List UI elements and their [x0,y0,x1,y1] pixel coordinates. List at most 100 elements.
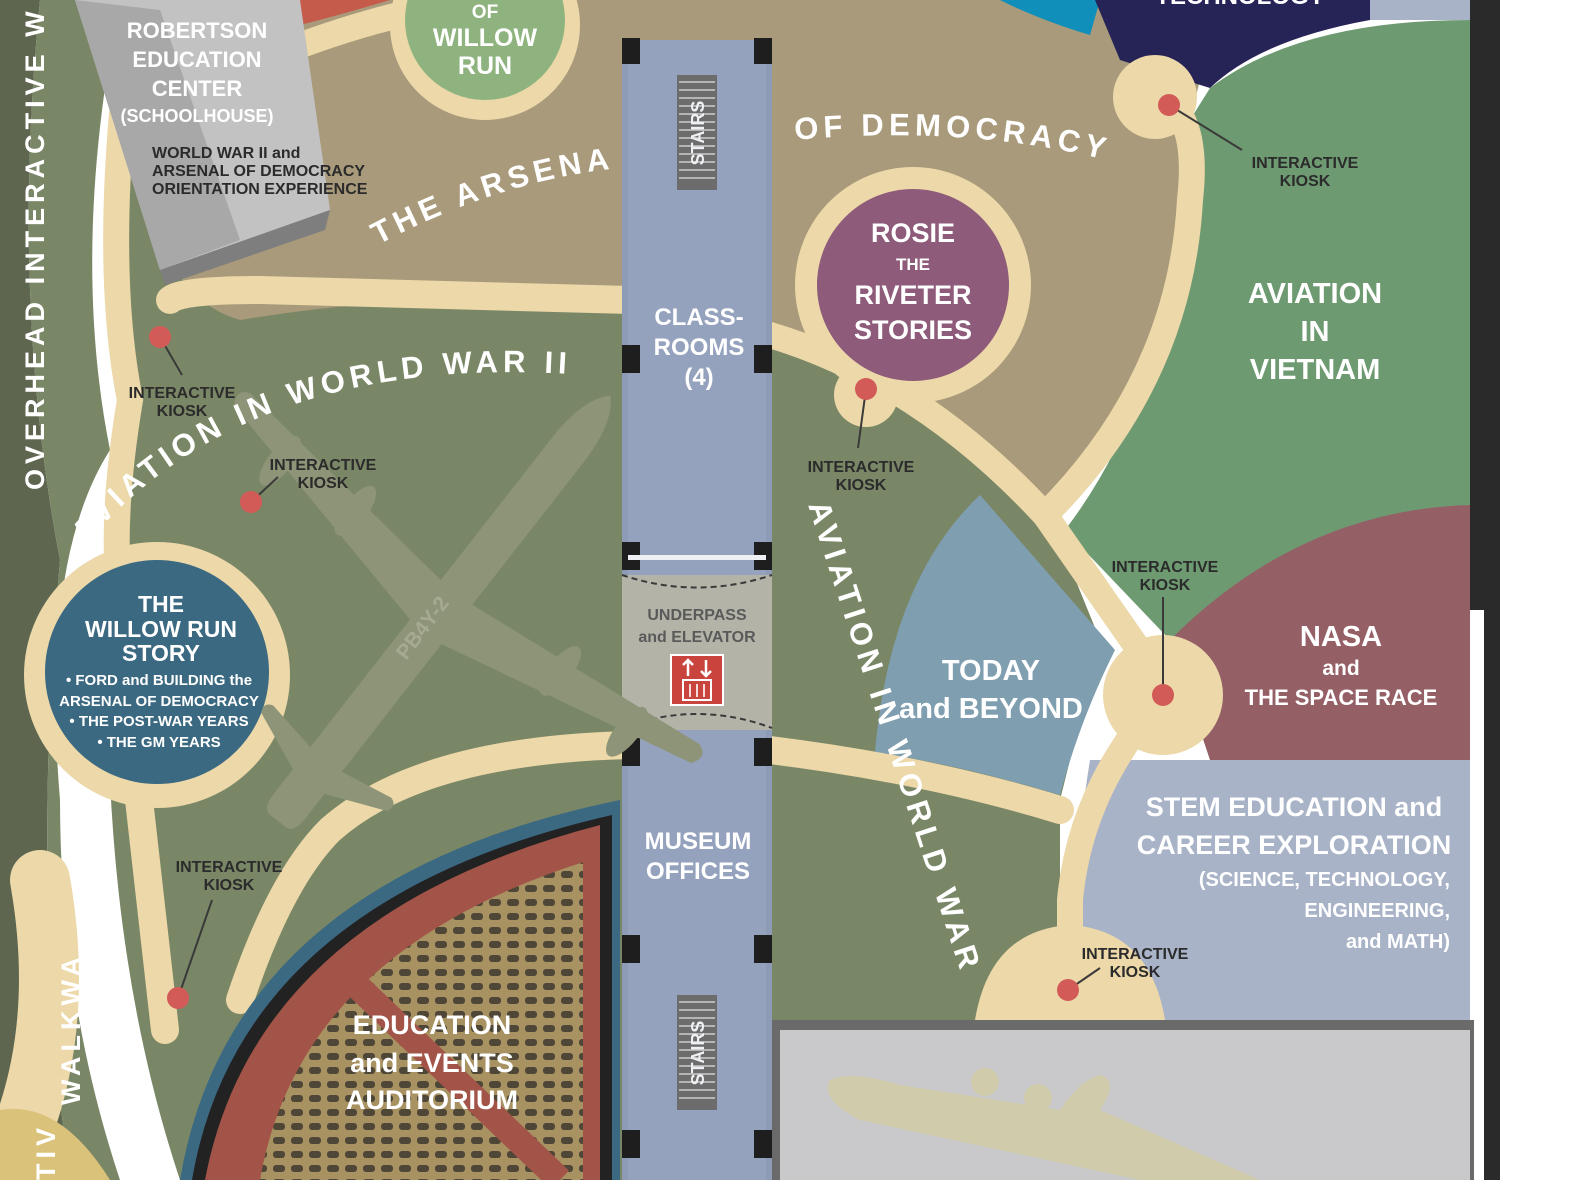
airplane-silhouette-icon [234,392,703,829]
svg-text:NASA: NASA [1300,621,1382,653]
willow-run-story-label: THE WILLOW RUN STORY • FORD and BUILDING… [59,591,259,751]
svg-text:UNDERPASS: UNDERPASS [647,607,747,624]
svg-text:THE: THE [138,591,184,617]
svg-text:ORIENTATION EXPERIENCE: ORIENTATION EXPERIENCE [152,181,368,198]
svg-text:WORLD WAR II and: WORLD WAR II and [152,145,300,162]
hangar-airplane-icon [828,1068,1260,1180]
zone-teal [1000,0,1100,35]
zone-today-beyond [875,495,1115,795]
svg-text:KIOSK: KIOSK [157,403,208,420]
zone-nasa [1170,505,1470,770]
svg-text:CENTER: CENTER [152,76,243,101]
svg-text:MUSEUM: MUSEUM [645,828,752,855]
zone-aviation-vietnam [1065,20,1470,640]
svg-text:STORY: STORY [122,640,200,666]
rosie-label: ROSIE THE RIVETER STORIES [854,218,972,345]
nasa-label: NASA and THE SPACE RACE [1245,621,1438,710]
svg-text:INTERACTIVE: INTERACTIVE [129,385,236,402]
museum-offices-label: MUSEUM OFFICES [645,828,752,885]
svg-text:(4): (4) [684,364,713,391]
kiosk-marker-icon[interactable] [1158,94,1243,151]
svg-text:EDUCATION: EDUCATION [132,47,261,72]
svg-text:KIOSK: KIOSK [298,475,349,492]
svg-text:KIOSK: KIOSK [1110,964,1161,981]
svg-text:IN: IN [1301,316,1330,348]
svg-text:OFFICES: OFFICES [646,858,750,885]
svg-text:INTERACTIVE: INTERACTIVE [1252,155,1359,172]
stairs-icon[interactable] [677,75,717,190]
walkway-paths [0,0,1205,1180]
kiosk-marker-icon[interactable] [1152,597,1174,706]
stairs-label: STAIRS [688,1021,708,1086]
svg-text:• FORD and BUILDING the: • FORD and BUILDING the [66,672,252,689]
circle-willow-run-top[interactable] [405,0,565,100]
elevator-icon[interactable] [670,654,724,706]
svg-text:AUDITORIUM: AUDITORIUM [346,1085,518,1115]
svg-text:CLASS-: CLASS- [654,304,743,331]
kiosk-marker-icon[interactable] [855,378,877,449]
right-wall [1470,0,1500,610]
svg-text:THE: THE [896,255,930,274]
svg-text:(SCHOOLHOUSE): (SCHOOLHOUSE) [121,106,274,126]
svg-text:EDUCATION: EDUCATION [353,1010,512,1040]
svg-text:ENGINEERING,: ENGINEERING, [1304,900,1450,922]
svg-text:VIETNAM: VIETNAM [1250,354,1381,386]
svg-text:RIVETER: RIVETER [854,280,971,310]
svg-text:AVIATION: AVIATION [1248,278,1382,310]
robertson-label: ROBERTSON EDUCATION CENTER (SCHOOLHOUSE) [121,18,274,126]
svg-text:KIOSK: KIOSK [836,477,887,494]
circle-rosie[interactable] [817,189,1009,381]
svg-text:INTERACTIVE: INTERACTIVE [176,859,283,876]
svg-text:WILLOW RUN: WILLOW RUN [85,616,237,642]
svg-text:KIOSK: KIOSK [204,877,255,894]
zone-red-fragment [280,0,390,25]
technology-label: TECHNOLOGY [1155,0,1324,10]
svg-text:TODAY: TODAY [942,655,1040,687]
stem-label: STEM EDUCATION and CAREER EXPLORATION (S… [1137,792,1452,953]
svg-text:ROOMS: ROOMS [654,334,745,361]
kiosk-marker-icon[interactable] [240,476,279,513]
zone-stem [1076,760,1470,1020]
orientation-label: WORLD WAR II and ARSENAL OF DEMOCRACY OR… [152,145,368,198]
robertson-building[interactable] [75,0,330,285]
classrooms-label: CLASS- ROOMS (4) [654,304,745,391]
svg-text:KIOSK: KIOSK [1140,577,1191,594]
svg-text:INTERACTIVE: INTERACTIVE [1112,559,1219,576]
svg-text:STORIES: STORIES [854,315,972,345]
kiosk-marker-icon[interactable] [1057,967,1101,1001]
kiosk-marker-icon[interactable] [149,326,183,376]
svg-text:INTERACTIVE: INTERACTIVE [1082,946,1189,963]
svg-text:STEM EDUCATION and: STEM EDUCATION and [1146,792,1443,822]
today-beyond-label: TODAY and BEYOND [899,655,1083,725]
svg-text:ROSIE: ROSIE [871,218,955,248]
svg-text:ROBERTSON: ROBERTSON [127,18,268,43]
circle-willow-story[interactable] [45,560,269,784]
kiosk-marker-icon[interactable] [167,899,213,1009]
auditorium[interactable] [180,800,620,1180]
svg-text:INTERACTIVE: INTERACTIVE [270,457,377,474]
svg-text:and MATH): and MATH) [1346,931,1450,953]
stairs-label: STAIRS [688,101,708,166]
svg-text:WILLOW: WILLOW [433,24,538,52]
svg-text:and BEYOND: and BEYOND [899,693,1083,725]
svg-text:and ELEVATOR: and ELEVATOR [638,629,756,646]
stairs-icon[interactable] [677,995,717,1110]
svg-text:RUN: RUN [458,52,512,80]
svg-text:• THE GM YEARS: • THE GM YEARS [97,734,220,751]
svg-text:OF: OF [472,2,498,23]
auditorium-label: EDUCATION and EVENTS AUDITORIUM [346,1010,518,1115]
svg-text:KIOSK: KIOSK [1280,173,1331,190]
svg-text:and EVENTS: and EVENTS [350,1048,514,1078]
svg-text:ARSENAL OF DEMOCRACY: ARSENAL OF DEMOCRACY [152,163,365,180]
underpass-label: UNDERPASS and ELEVATOR [638,607,756,646]
svg-text:INTERACTIVE: INTERACTIVE [808,459,915,476]
svg-text:ARSENAL OF DEMOCRACY: ARSENAL OF DEMOCRACY [59,693,259,710]
central-corridor [621,38,773,1180]
